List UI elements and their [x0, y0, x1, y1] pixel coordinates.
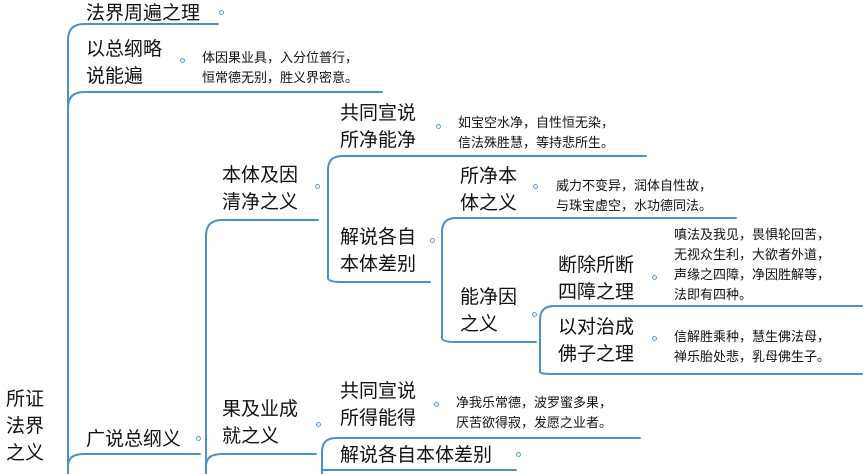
topic-line: 以对治成: [558, 316, 635, 338]
note-duanchu: 嗔法及我见，畏惧轮回苦， 无视众生利，大欲者外道， 声缘之四障，净因胜解等， 法…: [674, 226, 830, 306]
topic-jieshuo2[interactable]: 解说各自本体差别: [340, 444, 493, 466]
topic-fajie[interactable]: 法界周遍之理: [86, 2, 201, 24]
topic-line: 所净本: [460, 165, 518, 187]
note-line: 净我乐常德，波罗蜜多果，: [456, 396, 613, 411]
expand-dot-icon[interactable]: [652, 336, 657, 341]
expand-dot-icon[interactable]: [430, 238, 435, 243]
note-line: 法即有四种。: [674, 288, 753, 303]
note-yizong: 体因果业具，入分位普行， 恒常德无别，胜义界密意。: [202, 49, 358, 89]
expand-dot-icon[interactable]: [219, 10, 224, 15]
note-line: 威力不变异，润体自性故，: [556, 179, 713, 194]
topic-guoji[interactable]: 果及业成 就之义: [222, 396, 298, 450]
note-line: 信解胜乘种，慧生佛法母，: [674, 330, 831, 345]
topic-line: 说能遍: [86, 65, 144, 87]
topic-line: 本体差别: [340, 253, 417, 275]
topic-gongtong2[interactable]: 共同宣说 所得能得: [340, 378, 416, 432]
note-line: 如宝空水净，自性恒无染，: [458, 116, 615, 131]
note-line: 恒常德无别，胜义界密意。: [202, 71, 359, 86]
note-line: 无视众生利，大欲者外道，: [674, 248, 831, 263]
note-gongtong1: 如宝空水净，自性恒无染， 信法殊胜慧，等持悲所生。: [458, 114, 614, 154]
expand-dot-icon[interactable]: [516, 452, 521, 457]
topic-line: 果及业成: [222, 398, 299, 420]
expand-dot-icon[interactable]: [315, 184, 320, 189]
topic-line: 所得能得: [340, 407, 417, 429]
note-line: 禅乐胎处悲，乳母佛生子。: [674, 350, 831, 365]
topic-line: 解说各自: [340, 226, 417, 248]
root-topic[interactable]: 所证 法界 之义: [6, 386, 44, 467]
topic-benti[interactable]: 本体及因 清净之义: [222, 162, 298, 216]
topic-line: 断除所断: [558, 254, 635, 276]
note-line: 厌苦欲得寂，发愿之业者。: [456, 416, 613, 431]
expand-dot-icon[interactable]: [532, 312, 537, 317]
note-gongtong2: 净我乐常德，波罗蜜多果， 厌苦欲得寂，发愿之业者。: [456, 394, 612, 434]
topic-line: 之义: [460, 313, 499, 335]
root-line: 法界: [6, 415, 45, 437]
expand-dot-icon[interactable]: [533, 184, 538, 189]
expand-dot-icon[interactable]: [652, 275, 657, 280]
root-line: 之义: [6, 442, 45, 464]
topic-guangshuo[interactable]: 广说总纲义: [86, 428, 182, 450]
topic-suojing[interactable]: 所净本 体之义: [460, 163, 517, 217]
topic-line: 以总纲略: [86, 38, 163, 60]
note-line: 与珠宝虚空，水功德同法。: [556, 199, 713, 214]
topic-line: 清净之义: [222, 191, 299, 213]
note-line: 体因果业具，入分位普行，: [202, 51, 359, 66]
topic-yizong[interactable]: 以总纲略 说能遍: [86, 36, 162, 90]
topic-line: 共同宣说: [340, 102, 417, 124]
topic-jieshuo1[interactable]: 解说各自 本体差别: [340, 224, 416, 278]
topic-line: 共同宣说: [340, 380, 417, 402]
expand-dot-icon[interactable]: [434, 402, 439, 407]
note-line: 信法殊胜慧，等持悲所生。: [458, 136, 615, 151]
expand-dot-icon[interactable]: [436, 124, 441, 129]
note-line: 嗔法及我见，畏惧轮回苦，: [674, 228, 831, 243]
expand-dot-icon[interactable]: [180, 58, 185, 63]
topic-line: 本体及因: [222, 164, 299, 186]
note-suojing: 威力不变异，润体自性故， 与珠宝虚空，水功德同法。: [556, 177, 712, 217]
topic-line: 就之义: [222, 425, 280, 447]
topic-line: 佛子之理: [558, 343, 635, 365]
topic-gongtong1[interactable]: 共同宣说 所净能净: [340, 100, 416, 154]
expand-dot-icon[interactable]: [196, 436, 201, 441]
root-line: 所证: [6, 388, 45, 410]
topic-yidui[interactable]: 以对治成 佛子之理: [558, 314, 634, 368]
note-line: 声缘之四障，净因胜解等，: [674, 268, 831, 283]
topic-line: 体之义: [460, 192, 518, 214]
topic-line: 四障之理: [558, 281, 635, 303]
topic-duanchu[interactable]: 断除所断 四障之理: [558, 252, 634, 306]
expand-dot-icon[interactable]: [316, 422, 321, 427]
topic-line: 能净因: [460, 286, 518, 308]
topic-nengjing[interactable]: 能净因 之义: [460, 284, 517, 338]
topic-line: 所净能净: [340, 129, 417, 151]
note-yidui: 信解胜乘种，慧生佛法母， 禅乐胎处悲，乳母佛生子。: [674, 328, 830, 368]
